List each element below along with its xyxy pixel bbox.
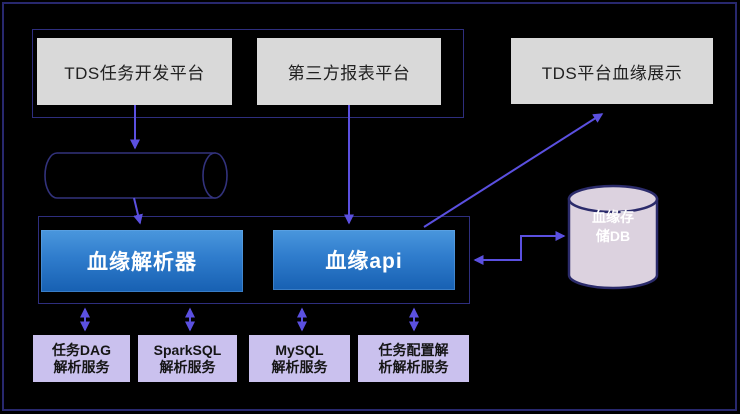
node-task-dag-service: 任务DAG 解析服务 — [33, 335, 130, 382]
node-label: TDS平台血缘展示 — [541, 63, 683, 83]
node-label-line1: SparkSQL — [153, 341, 222, 358]
node-tds-dev-platform: TDS任务开发平台 — [37, 38, 232, 105]
arrow-api-db-bidirectional — [473, 231, 566, 265]
node-label: 血缘api — [325, 250, 403, 273]
node-lineage-parser: 血缘解析器 — [41, 230, 243, 292]
node-third-party-report-platform: 第三方报表平台 — [257, 38, 441, 105]
node-label: 第三方报表平台 — [287, 64, 411, 83]
node-tds-lineage-display: TDS平台血缘展示 — [511, 38, 713, 104]
node-label-line1: 任务配置解 — [378, 341, 449, 358]
source-platforms-group — [32, 29, 464, 118]
db-label-line2: 储DB — [595, 228, 631, 244]
node-task-config-service: 任务配置解 析解析服务 — [358, 335, 469, 382]
node-label-line2: 析解析服务 — [378, 358, 449, 375]
node-label-line1: 任务DAG — [51, 341, 112, 358]
node-label: 血缘解析器 — [87, 251, 197, 274]
node-sparksql-service: SparkSQL 解析服务 — [138, 335, 237, 382]
node-lineage-storage-db: 血缘存 储DB — [569, 208, 657, 246]
node-label: TDS任务开发平台 — [64, 64, 205, 83]
db-label-line1: 血缘存 — [592, 209, 634, 225]
node-label-line2: 解析服务 — [271, 358, 328, 375]
node-mysql-service: MySQL 解析服务 — [249, 335, 350, 382]
node-label-line2: 解析服务 — [159, 358, 216, 375]
node-label-line2: 解析服务 — [53, 358, 110, 375]
node-label-line1: MySQL — [275, 341, 324, 358]
queue-pipe-cylinder — [44, 152, 228, 199]
node-lineage-api: 血缘api — [273, 230, 455, 290]
core-services-group — [38, 216, 470, 304]
